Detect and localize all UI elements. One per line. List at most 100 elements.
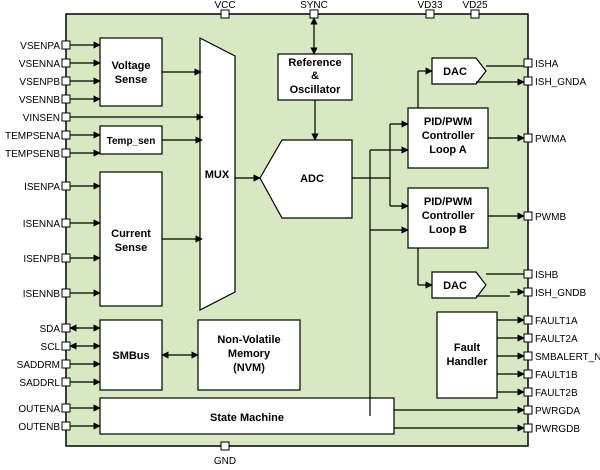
pin-tempsenb xyxy=(61,148,71,158)
pin-pwmb xyxy=(523,211,533,221)
pin-gnd xyxy=(220,441,230,451)
pin-label-tempsenb: TEMPSENB xyxy=(5,149,60,160)
pin-label-saddrm: SADDRM xyxy=(17,360,60,371)
pin-fault1b xyxy=(523,369,533,379)
pin-label-fault2a: FAULT2A xyxy=(535,334,578,345)
pin-vd25 xyxy=(470,9,480,19)
svg-text:Non-Volatile: Non-Volatile xyxy=(217,334,280,346)
pin-label-vcc: VCC xyxy=(214,0,235,11)
pin-label-vd33: VD33 xyxy=(417,0,442,11)
pin-fault2b xyxy=(523,387,533,397)
temp-sen-block: Temp_sen xyxy=(99,125,163,155)
pin-label-isenpb: ISENPB xyxy=(23,254,60,265)
svg-text:Reference: Reference xyxy=(288,57,341,69)
adc-block: ADC xyxy=(259,139,353,219)
pin-sda xyxy=(61,323,71,333)
left-pins: VSENPA VSENNA VSENPB VSENNB VINSEN TEMPS… xyxy=(5,40,71,433)
pin-vsennb xyxy=(61,94,71,104)
pin-label-vsennb: VSENNB xyxy=(19,95,60,106)
svg-text:Sense: Sense xyxy=(115,242,147,254)
pin-ish-gndb xyxy=(523,287,533,297)
pin-label-pwmb: PWMB xyxy=(535,212,566,223)
mux-block: MUX xyxy=(199,37,236,311)
svg-text:Handler: Handler xyxy=(447,356,489,368)
pin-pwma xyxy=(523,133,533,143)
pin-label-pwma: PWMA xyxy=(535,134,566,145)
pin-label-isennb: ISENNB xyxy=(23,289,61,300)
current-sense-block: Current Sense xyxy=(99,171,163,307)
svg-text:Voltage: Voltage xyxy=(112,60,151,72)
svg-text:ADC: ADC xyxy=(300,173,324,185)
state-machine-block: State Machine xyxy=(99,397,395,435)
pin-vcc xyxy=(220,9,230,19)
pin-label-fault1a: FAULT1A xyxy=(535,316,578,327)
svg-text:Controller: Controller xyxy=(422,130,475,142)
pin-label-outenb: OUTENB xyxy=(18,422,60,433)
pin-isenpb xyxy=(61,253,71,263)
pin-isennb xyxy=(61,288,71,298)
pin-saddrl xyxy=(61,377,71,387)
svg-text:Sense: Sense xyxy=(115,74,147,86)
pin-label-vsenna: VSENNA xyxy=(19,59,60,70)
pin-label-vd25: VD25 xyxy=(462,0,487,11)
top-pins: VCC SYNC VD33 VD25 xyxy=(214,0,488,19)
pin-label-ish-gnda: ISH_GNDA xyxy=(535,77,586,88)
pin-label-fault2b: FAULT2B xyxy=(535,388,578,399)
pin-fault1a xyxy=(523,315,533,325)
nvm-block: Non-Volatile Memory (NVM) xyxy=(197,319,301,391)
svg-text:Controller: Controller xyxy=(422,210,475,222)
connection-wires xyxy=(69,17,525,432)
svg-text:SMBus: SMBus xyxy=(112,350,149,362)
svg-text:PID/PWM: PID/PWM xyxy=(424,196,472,208)
pin-pwrgda xyxy=(523,405,533,415)
pid-b-block: PID/PWM Controller Loop B xyxy=(407,187,489,249)
pin-label-saddrl: SADDRL xyxy=(19,378,60,389)
svg-text:Loop A: Loop A xyxy=(429,144,467,156)
svg-text:MUX: MUX xyxy=(205,169,230,181)
svg-text:Temp_sen: Temp_sen xyxy=(107,136,156,147)
right-pins: ISHA ISH_GNDA PWMA PWMB ISHB ISH_GNDB FA… xyxy=(523,58,600,435)
pid-a-block: PID/PWM Controller Loop A xyxy=(407,107,489,169)
pin-ishb xyxy=(523,269,533,279)
pin-tempsena xyxy=(61,130,71,140)
bottom-pins: GND xyxy=(214,441,236,467)
svg-text:Fault: Fault xyxy=(454,342,481,354)
svg-text:Loop B: Loop B xyxy=(429,224,467,236)
svg-text:State Machine: State Machine xyxy=(210,412,284,424)
svg-text:PID/PWM: PID/PWM xyxy=(424,116,472,128)
reference-oscillator-block: Reference & Oscillator xyxy=(277,53,353,101)
pin-label-vsenpb: VSENPB xyxy=(19,77,60,88)
pin-outena xyxy=(61,403,71,413)
pin-label-scl: SCL xyxy=(41,342,61,353)
pin-label-pwrgdb: PWRGDB xyxy=(535,424,580,435)
svg-text:DAC: DAC xyxy=(443,280,467,292)
pin-vsenpb xyxy=(61,76,71,86)
svg-text:&: & xyxy=(311,70,319,82)
svg-text:(NVM): (NVM) xyxy=(233,362,265,374)
pin-label-sda: SDA xyxy=(39,324,60,335)
pin-smbalert-n xyxy=(523,351,533,361)
pin-vd33 xyxy=(425,9,435,19)
pin-scl xyxy=(61,341,71,351)
pin-label-sync: SYNC xyxy=(300,0,328,11)
pin-label-tempsena: TEMPSENA xyxy=(5,131,60,142)
pin-label-outena: OUTENA xyxy=(18,404,60,415)
pin-sync xyxy=(309,9,319,19)
dac-b-block: DAC xyxy=(431,271,487,299)
pin-pwrgdb xyxy=(523,423,533,433)
pin-isha xyxy=(523,58,533,68)
svg-text:DAC: DAC xyxy=(443,66,467,78)
pin-label-isenna: ISENNA xyxy=(23,219,61,230)
pin-isenna xyxy=(61,218,71,228)
svg-text:Memory: Memory xyxy=(228,348,271,360)
pin-label-vsenpa: VSENPA xyxy=(20,41,60,52)
pin-ish-gnda xyxy=(523,76,533,86)
pin-label-fault1b: FAULT1B xyxy=(535,370,578,381)
svg-text:Oscillator: Oscillator xyxy=(290,84,341,96)
pin-saddrm xyxy=(61,359,71,369)
pin-vsenna xyxy=(61,58,71,68)
pin-label-isha: ISHA xyxy=(535,59,559,70)
pin-vsenpa xyxy=(61,40,71,50)
pin-label-gnd: GND xyxy=(214,456,236,467)
